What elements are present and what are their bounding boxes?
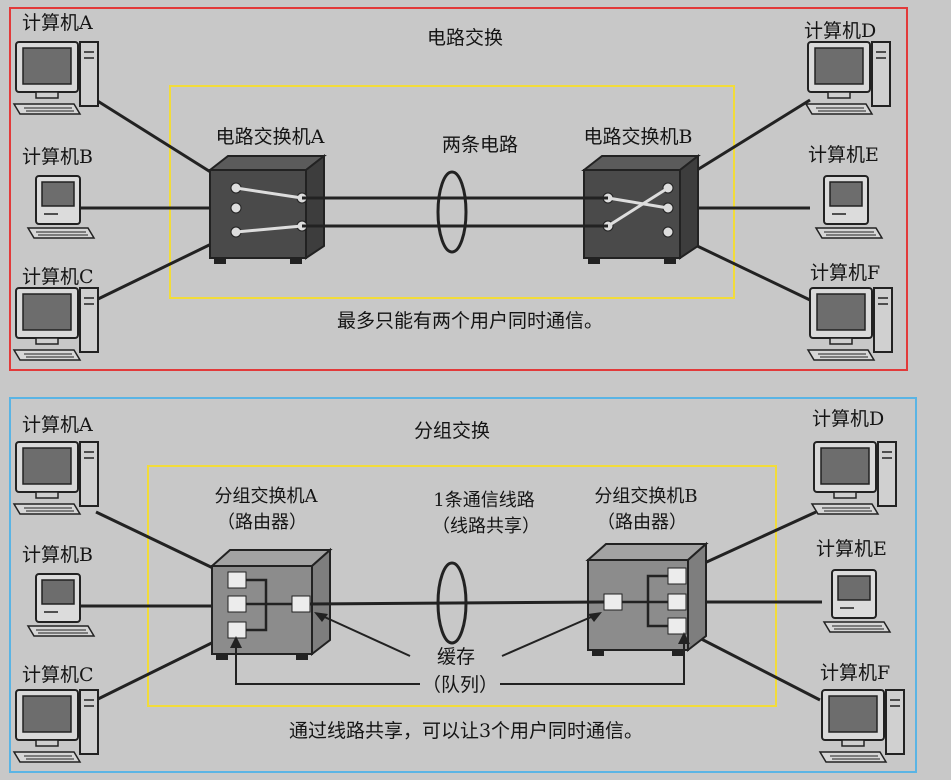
circuit-switch-b bbox=[581, 153, 701, 264]
circuit-switch-b-label: 电路交换机B bbox=[583, 126, 693, 148]
buffer-label-2: （队列） bbox=[421, 674, 499, 696]
circuit-panel-frame bbox=[9, 7, 908, 371]
two-circuits-lines bbox=[302, 196, 608, 228]
circuit-inner-frame bbox=[169, 85, 735, 299]
circuit-computer-b-label: 计算机B bbox=[22, 146, 93, 168]
packet-router-b-label-2: （路由器） bbox=[597, 512, 687, 533]
packet-computer-e-label: 计算机E bbox=[816, 538, 887, 560]
packet-router-b-label-1: 分组交换机B bbox=[594, 486, 698, 507]
circuit-computer-c-label: 计算机C bbox=[22, 266, 94, 288]
circuit-switch-a bbox=[207, 153, 327, 264]
circuits-label: 两条电路 bbox=[441, 134, 519, 156]
packet-router-a bbox=[209, 547, 333, 660]
circuit-switch-a-label: 电路交换机A bbox=[215, 126, 325, 148]
packet-computer-f-label: 计算机F bbox=[820, 662, 891, 684]
buffer-arrows bbox=[235, 613, 685, 685]
packet-computer-f-icon bbox=[819, 689, 905, 763]
circuit-cables bbox=[80, 98, 811, 302]
shared-line-ring bbox=[436, 561, 468, 645]
circuit-computer-d-icon bbox=[805, 41, 891, 115]
packet-router-b bbox=[585, 541, 709, 656]
shared-line-label-2: （线路共享） bbox=[432, 516, 540, 537]
packet-computer-e-icon bbox=[823, 569, 891, 633]
packet-computer-d-icon bbox=[811, 441, 897, 515]
packet-inner-frame bbox=[147, 465, 777, 707]
packet-computer-a-icon bbox=[13, 441, 99, 515]
circuits-bundle-ring bbox=[436, 170, 468, 254]
circuit-computer-a-label: 计算机A bbox=[22, 12, 93, 34]
circuit-computer-c-icon bbox=[13, 287, 99, 361]
packet-caption: 通过线路共享，可以让3个用户同时通信。 bbox=[288, 720, 644, 742]
shared-line-label-1: 1条通信线路 bbox=[433, 490, 535, 511]
packet-router-a-label-1: 分组交换机A bbox=[214, 486, 318, 507]
circuit-title: 电路交换 bbox=[426, 27, 504, 49]
packet-computer-c-label: 计算机C bbox=[22, 664, 94, 686]
arrow-heads bbox=[230, 612, 690, 648]
packet-computer-b-label: 计算机B bbox=[22, 544, 93, 566]
packet-router-a-label-2: （路由器） bbox=[217, 512, 307, 533]
packet-title: 分组交换 bbox=[413, 420, 491, 442]
circuit-computer-f-label: 计算机F bbox=[810, 262, 881, 284]
circuit-computer-e-icon bbox=[815, 175, 883, 239]
packet-computer-a-label: 计算机A bbox=[22, 414, 93, 436]
packet-computer-d-label: 计算机D bbox=[812, 408, 885, 430]
circuit-computer-a-icon bbox=[13, 41, 99, 115]
packet-cables bbox=[80, 510, 822, 702]
circuit-computer-e-label: 计算机E bbox=[808, 144, 879, 166]
packet-computer-c-icon bbox=[13, 689, 99, 763]
shared-line bbox=[309, 600, 605, 606]
circuit-computer-d-label: 计算机D bbox=[804, 20, 877, 42]
packet-panel-frame bbox=[9, 397, 917, 773]
circuit-computer-f-icon bbox=[807, 287, 893, 361]
circuit-caption: 最多只能有两个用户同时通信。 bbox=[336, 310, 604, 332]
buffer-label-1: 缓存 bbox=[436, 646, 476, 668]
